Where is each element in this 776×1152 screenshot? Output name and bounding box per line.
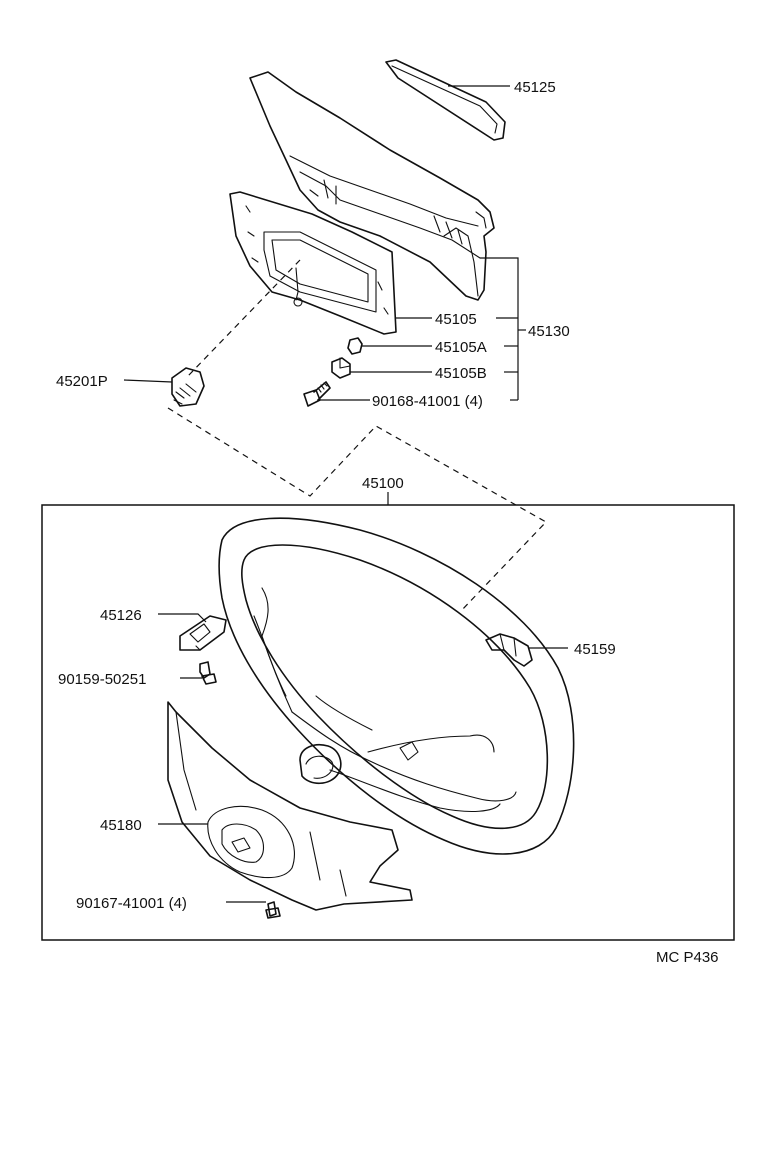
lower-cover-45180: [167, 701, 413, 911]
bolt-90168: [303, 381, 331, 407]
callout-90159: 90159-50251: [58, 671, 146, 688]
callout-45180: 45180: [100, 817, 142, 834]
installation-lines: [167, 259, 547, 613]
nut-45105B: [331, 357, 351, 379]
steering-wheel-45100: [218, 517, 575, 855]
callout-45130: 45130: [528, 323, 570, 340]
bracket-45126: [179, 615, 227, 651]
clip-45159: [485, 633, 533, 667]
connector-45201P: [171, 367, 205, 407]
leader-lines: [123, 85, 568, 903]
callout-45159: 45159: [574, 641, 616, 658]
callout-45105A: 45105A: [435, 339, 487, 356]
assembly-frame-45100: [41, 504, 735, 941]
airbag-module-45105: [229, 191, 397, 335]
callout-45126: 45126: [100, 607, 142, 624]
callout-45100: 45100: [362, 475, 404, 492]
callout-45105B: 45105B: [435, 365, 487, 382]
screw-90159: [199, 661, 217, 685]
steering-pad-cover: [249, 71, 495, 301]
callout-45201P: 45201P: [56, 373, 108, 390]
callout-45105: 45105: [435, 311, 477, 328]
figure-code: MC P436: [656, 949, 719, 966]
emblem-strip-45125: [385, 59, 506, 141]
nut-45105A: [347, 337, 363, 355]
screw-90167: [265, 901, 281, 919]
callout-90168: 90168-41001 (4): [372, 393, 483, 410]
callout-90167: 90167-41001 (4): [76, 895, 187, 912]
callout-45125: 45125: [514, 79, 556, 96]
